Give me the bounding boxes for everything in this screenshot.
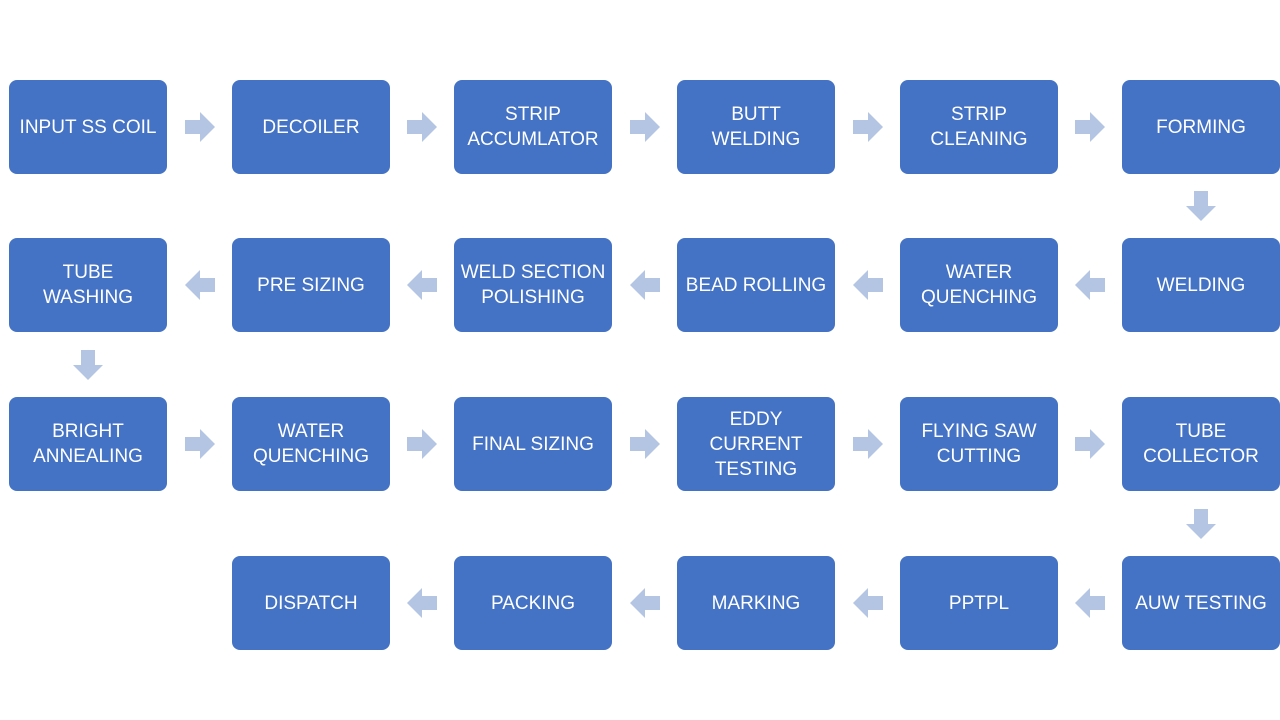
process-step-17: FLYING SAW CUTTING xyxy=(900,397,1058,491)
arrow-left-icon xyxy=(183,268,217,302)
arrow-right-icon xyxy=(183,427,217,461)
process-step-2: DECOILER xyxy=(232,80,390,174)
process-step-1: INPUT SS COIL xyxy=(9,80,167,174)
process-step-20: PPTPL xyxy=(900,556,1058,650)
arrow-right-icon xyxy=(1073,110,1107,144)
process-step-3: STRIP ACCUMLATOR xyxy=(454,80,612,174)
process-step-6: FORMING xyxy=(1122,80,1280,174)
process-step-16: EDDY CURRENT TESTING xyxy=(677,397,835,491)
arrow-left-icon xyxy=(405,586,439,620)
arrow-right-icon xyxy=(405,110,439,144)
arrow-right-icon xyxy=(851,427,885,461)
arrow-left-icon xyxy=(1073,586,1107,620)
arrow-left-icon xyxy=(851,268,885,302)
process-step-12: TUBE WASHING xyxy=(9,238,167,332)
process-step-14: WATER QUENCHING xyxy=(232,397,390,491)
process-step-18: TUBE COLLECTOR xyxy=(1122,397,1280,491)
process-step-4: BUTT WELDING xyxy=(677,80,835,174)
arrow-left-icon xyxy=(628,586,662,620)
arrow-down-icon xyxy=(1184,189,1218,223)
arrow-right-icon xyxy=(1073,427,1107,461)
process-step-8: WATER QUENCHING xyxy=(900,238,1058,332)
process-step-7: WELDING xyxy=(1122,238,1280,332)
process-step-15: FINAL SIZING xyxy=(454,397,612,491)
process-step-5: STRIP CLEANING xyxy=(900,80,1058,174)
arrow-left-icon xyxy=(405,268,439,302)
process-step-21: MARKING xyxy=(677,556,835,650)
arrow-right-icon xyxy=(628,427,662,461)
arrow-left-icon xyxy=(628,268,662,302)
process-step-23: DISPATCH xyxy=(232,556,390,650)
process-step-10: WELD SECTION POLISHING xyxy=(454,238,612,332)
arrow-right-icon xyxy=(628,110,662,144)
arrow-right-icon xyxy=(183,110,217,144)
arrow-down-icon xyxy=(71,348,105,382)
process-step-22: PACKING xyxy=(454,556,612,650)
process-step-11: PRE SIZING xyxy=(232,238,390,332)
arrow-left-icon xyxy=(1073,268,1107,302)
process-step-9: BEAD ROLLING xyxy=(677,238,835,332)
arrow-down-icon xyxy=(1184,507,1218,541)
arrow-right-icon xyxy=(405,427,439,461)
arrow-left-icon xyxy=(851,586,885,620)
process-step-19: AUW TESTING xyxy=(1122,556,1280,650)
arrow-right-icon xyxy=(851,110,885,144)
process-step-13: BRIGHT ANNEALING xyxy=(9,397,167,491)
